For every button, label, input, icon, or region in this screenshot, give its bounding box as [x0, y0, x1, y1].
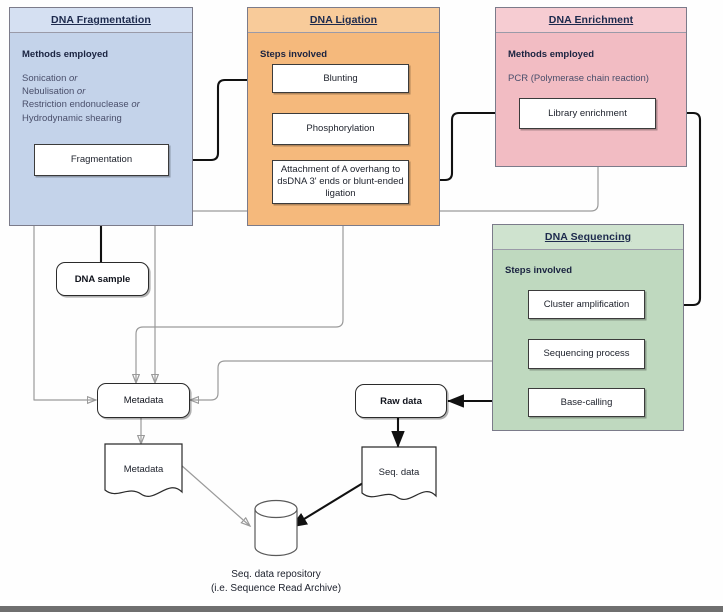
gray-arrow-fragmentation-to-metadata [33, 226, 96, 400]
node-metadata[interactable]: Metadata [97, 383, 190, 418]
panel-title-ligation: DNA Ligation [309, 14, 378, 26]
panel-title-enrichment: DNA Enrichment [548, 14, 634, 26]
panel-header-sequencing: DNA Sequencing [493, 225, 683, 250]
doc-seq-data[interactable]: Seq. data [378, 467, 420, 478]
node-attachment-a-overhang[interactable]: Attachment of A overhang to dsDNA 3' end… [272, 160, 409, 204]
node-blunting[interactable]: Blunting [272, 64, 409, 93]
repository-caption-line2: (i.e. Sequence Read Archive) [210, 583, 342, 594]
node-cluster-amplification[interactable]: Cluster amplification [528, 290, 645, 319]
repository-caption: Seq. data repository (i.e. Sequence Read… [176, 568, 376, 596]
repository-cylinder [254, 499, 298, 557]
node-sequencing-process[interactable]: Sequencing process [528, 339, 645, 369]
node-dna-sample[interactable]: DNA sample [56, 262, 149, 296]
node-phosphorylation[interactable]: Phosphorylation [272, 113, 409, 145]
node-raw-data[interactable]: Raw data [355, 384, 447, 418]
repository-caption-line1: Seq. data repository [231, 569, 321, 580]
fragmentation-method-0: Sonication or [22, 73, 78, 84]
panel-header-enrichment: DNA Enrichment [496, 8, 686, 33]
enrichment-subtitle: Methods employed [508, 49, 595, 60]
node-fragmentation[interactable]: Fragmentation [34, 144, 169, 176]
panel-title-fragmentation: DNA Fragmentation [51, 14, 151, 26]
panel-header-fragmentation: DNA Fragmentation [10, 8, 192, 33]
fragmentation-method-2: Restriction endonuclease or [22, 99, 140, 111]
panel-title-sequencing: DNA Sequencing [544, 231, 632, 243]
sequencing-subtitle: Steps involved [505, 265, 573, 276]
panel-header-ligation: DNA Ligation [248, 8, 439, 33]
gray-arrow-metadata-doc-to-repository [180, 464, 250, 526]
doc-metadata[interactable]: Metadata [123, 464, 164, 475]
bottom-bar [0, 606, 723, 612]
node-base-calling[interactable]: Base-calling [528, 388, 645, 417]
gray-arrow-ligation-to-metadata [136, 226, 344, 383]
fragmentation-method-3: Hydrodynamic shearing [22, 112, 122, 124]
fragmentation-methods-list: Sonication or Nebulisation or Restrictio… [22, 72, 140, 125]
arrow-seqdata-to-repository [290, 482, 364, 528]
panel-dna-fragmentation: DNA Fragmentation Methods employed Sonic… [9, 7, 193, 226]
fragmentation-subtitle: Methods employed [22, 49, 109, 60]
fragmentation-method-1: Nebulisation or [22, 86, 86, 98]
ligation-subtitle: Steps involved [260, 49, 328, 60]
panel-dna-enrichment: DNA Enrichment Methods employed PCR (Pol… [495, 7, 687, 167]
node-library-enrichment[interactable]: Library enrichment [519, 98, 656, 129]
enrichment-method-text: PCR (Polymerase chain reaction) [508, 73, 649, 84]
